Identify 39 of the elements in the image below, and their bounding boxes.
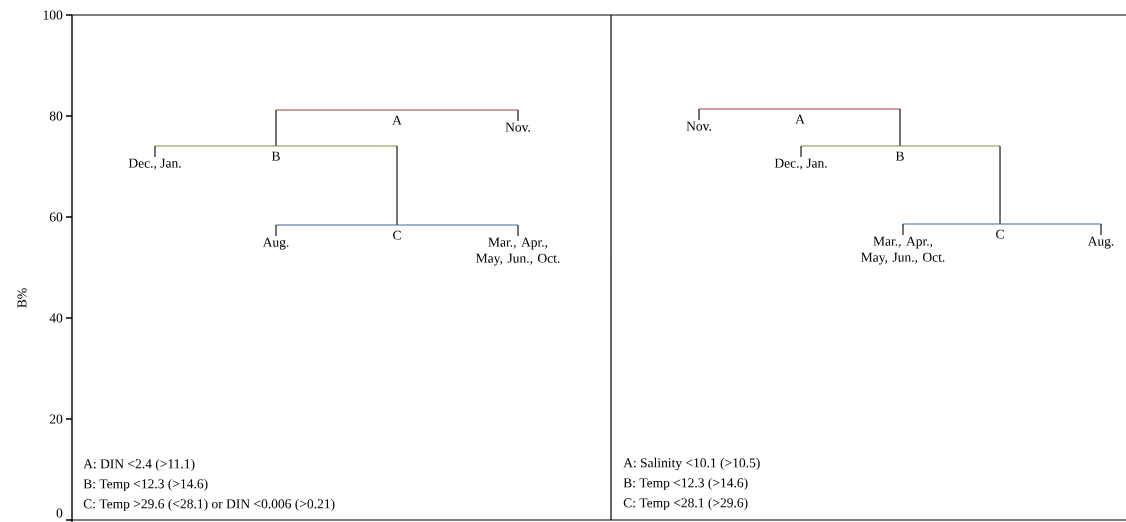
month-label: Dec., Jan. [128, 158, 181, 170]
split-label: B [271, 151, 280, 161]
condition-note: A: Salinity <10.1 (>10.5) [623, 457, 760, 471]
month-label: Aug. [1087, 236, 1114, 249]
tree-branch [902, 223, 1001, 236]
tree-branch [275, 109, 398, 147]
tick-label: 100 [43, 10, 63, 20]
tree-branch [396, 224, 519, 237]
tick-label: 80 [49, 111, 63, 121]
split-label: A [392, 115, 402, 125]
split-label: C [393, 230, 401, 240]
tree-branch [999, 223, 1102, 236]
tick-label: 60 [49, 212, 63, 222]
tree-branch [275, 145, 398, 226]
split-label: A [795, 114, 805, 124]
month-label: Mar., Apr., May, Jun., Oct. [861, 236, 945, 265]
tree-branch [154, 145, 277, 158]
condition-note: C: Temp >29.6 (<28.1) or DIN <0.006 (>0.21) [83, 498, 335, 512]
month-label: Aug. [262, 237, 289, 250]
month-label: Nov. [505, 122, 530, 132]
condition-note: C: Temp <28.1 (>29.6) [623, 497, 748, 511]
tree-branch [799, 108, 901, 147]
tree-branch [899, 145, 1001, 225]
tree-branch [800, 145, 901, 158]
tick-label: 40 [49, 313, 63, 323]
split-label: C [996, 229, 1004, 239]
tick-label: 20 [49, 414, 63, 424]
tree-branch [396, 109, 519, 122]
month-label: Dec., Jan. [774, 158, 827, 170]
tick-label: 0 [56, 508, 63, 518]
condition-note: B: Temp <12.3 (>14.6) [83, 478, 208, 492]
condition-note: B: Temp <12.3 (>14.6) [623, 477, 748, 491]
month-label: Mar., Apr., May, Jun., Oct. [476, 237, 560, 266]
tree-branch [698, 108, 801, 121]
condition-note: A: DIN <2.4 (>11.1) [83, 458, 195, 472]
split-label: B [895, 151, 904, 161]
month-label: Nov. [686, 121, 711, 131]
axis-title: B% [17, 288, 27, 308]
tree-branch [275, 224, 398, 237]
